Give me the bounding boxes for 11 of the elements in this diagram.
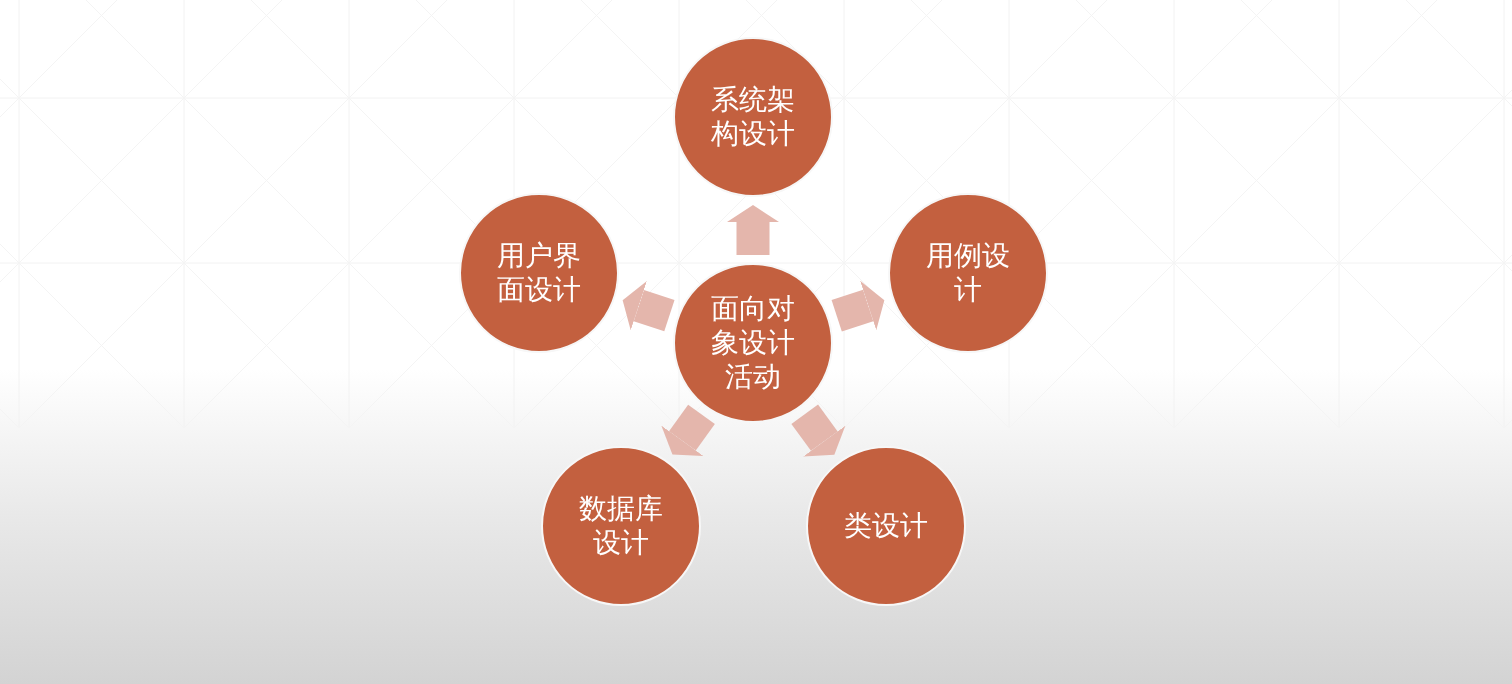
topic-circle: 类设计 [806,446,966,606]
block-arrow [831,280,885,332]
block-arrow [661,404,715,457]
topic-circle: 用例设计 [888,193,1048,353]
topic-circle: 面向对象设计活动 [673,263,833,423]
topic-circle: 用户界面设计 [459,193,619,353]
topic-circle: 数据库设计 [541,446,701,606]
block-arrow [622,280,675,332]
block-arrow [727,205,779,255]
topic-circle: 系统架构设计 [673,37,833,197]
block-arrow [791,404,846,457]
